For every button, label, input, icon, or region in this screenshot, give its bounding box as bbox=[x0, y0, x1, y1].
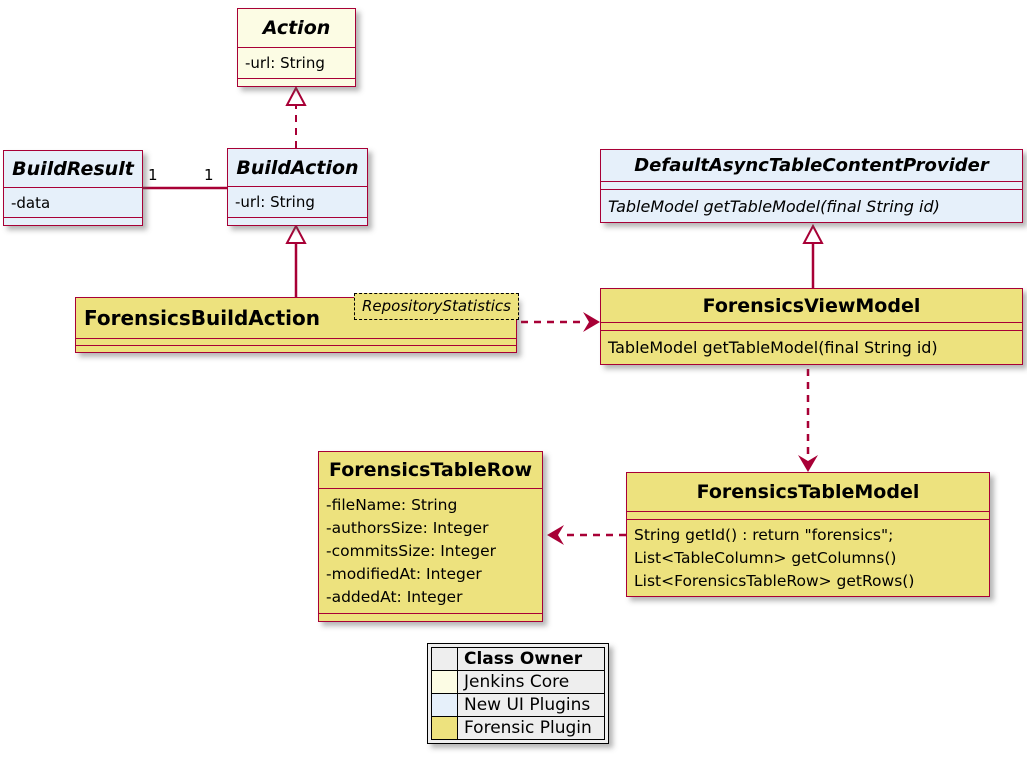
class-buildaction-title: BuildAction bbox=[236, 156, 359, 179]
legend-row-new-ui-plugins: New UI Plugins bbox=[431, 693, 605, 717]
class-buildresult-methods-empty bbox=[4, 217, 142, 225]
attribute-line: -commitsSize: Integer bbox=[326, 541, 496, 560]
arrowhead-right-viewmodel bbox=[583, 312, 600, 332]
class-forensicstablemodel-title: ForensicsTableModel bbox=[696, 481, 920, 503]
class-forensicsbuildaction: ForensicsBuildAction RepositoryStatistic… bbox=[75, 293, 519, 353]
legend-table: Class Owner Jenkins Core New UI Plugins … bbox=[431, 647, 605, 740]
arrowhead-down-tablemodel bbox=[798, 455, 818, 472]
class-defaultasynctablecontentprovider-title: DefaultAsyncTableContentProvider bbox=[634, 155, 989, 176]
class-action-attributes: -url: String bbox=[238, 47, 355, 78]
class-forensicstablerow: ForensicsTableRow -fileName: String -aut… bbox=[318, 451, 543, 622]
legend-swatch-forensic-plugin bbox=[431, 716, 458, 740]
class-forensicsviewmodel-title: ForensicsViewModel bbox=[702, 294, 921, 317]
class-buildresult: BuildResult -data bbox=[3, 150, 143, 226]
legend-header-label: Class Owner bbox=[457, 647, 605, 671]
hollow-triangle-arrow-action bbox=[285, 85, 307, 106]
class-forensicsbuildaction-methods-empty bbox=[76, 345, 516, 352]
multiplicity-label-right: 1 bbox=[204, 166, 214, 184]
attribute-line: -modifiedAt: Integer bbox=[326, 564, 482, 583]
attribute-line: -url: String bbox=[245, 54, 325, 72]
legend-label-jenkins-core: Jenkins Core bbox=[457, 670, 605, 694]
hollow-triangle-arrow-buildaction bbox=[285, 223, 307, 244]
class-defaultasynctablecontentprovider: DefaultAsyncTableContentProvider TableMo… bbox=[600, 149, 1023, 223]
legend-swatch-new-ui-plugins bbox=[431, 693, 458, 717]
class-forensicstablerow-attributes: -fileName: String -authorsSize: Integer … bbox=[319, 488, 542, 613]
attribute-line: -authorsSize: Integer bbox=[326, 518, 489, 537]
method-line: List<ForensicsTableRow> getRows() bbox=[634, 571, 915, 590]
class-forensicstablemodel-attributes-empty bbox=[627, 511, 989, 519]
class-forensicsviewmodel-attributes-empty bbox=[601, 322, 1022, 330]
legend: Class Owner Jenkins Core New UI Plugins … bbox=[427, 643, 609, 744]
class-defaultasynctablecontentprovider-methods: TableModel getTableModel(final String id… bbox=[601, 189, 1022, 222]
class-buildaction: BuildAction -url: String bbox=[227, 148, 368, 226]
legend-row-jenkins-core: Jenkins Core bbox=[431, 670, 605, 694]
class-buildresult-title: BuildResult bbox=[12, 158, 134, 180]
attribute-line: -data bbox=[11, 193, 51, 212]
arrowhead-left-tablerow bbox=[547, 525, 564, 545]
legend-header-row: Class Owner bbox=[431, 647, 605, 671]
hollow-triangle-arrow-provider bbox=[802, 223, 824, 244]
legend-swatch-jenkins-core bbox=[431, 670, 458, 694]
method-line: String getId() : return "forensics"; bbox=[634, 525, 894, 544]
class-forensicstablerow-title: ForensicsTableRow bbox=[328, 459, 532, 481]
class-forensicsbuildaction-attributes-empty bbox=[76, 338, 516, 345]
class-forensicsbuildaction-title: ForensicsBuildAction bbox=[84, 306, 321, 330]
class-action-methods-empty bbox=[238, 78, 355, 86]
method-line: TableModel getTableModel(final String id… bbox=[608, 338, 938, 357]
class-defaultasynctablecontentprovider-attributes-empty bbox=[601, 181, 1022, 189]
generic-tag-repositorystatistics: RepositoryStatistics bbox=[353, 293, 519, 320]
class-forensicsviewmodel: ForensicsViewModel TableModel getTableMo… bbox=[600, 288, 1023, 365]
legend-label-new-ui-plugins: New UI Plugins bbox=[457, 693, 605, 717]
legend-header-swatch-empty bbox=[431, 647, 458, 671]
class-forensicsviewmodel-methods: TableModel getTableModel(final String id… bbox=[601, 330, 1022, 364]
class-action: Action -url: String bbox=[237, 8, 356, 87]
class-action-title: Action bbox=[262, 17, 331, 39]
attribute-line: -addedAt: Integer bbox=[326, 587, 463, 606]
class-buildaction-attributes: -url: String bbox=[228, 186, 367, 217]
class-forensicstablerow-methods-empty bbox=[319, 613, 542, 621]
class-forensicstablemodel-methods: String getId() : return "forensics"; Lis… bbox=[627, 519, 989, 596]
legend-label-forensic-plugin: Forensic Plugin bbox=[457, 716, 605, 740]
class-buildresult-attributes: -data bbox=[4, 187, 142, 217]
attribute-line: -url: String bbox=[235, 193, 315, 211]
method-line: List<TableColumn> getColumns() bbox=[634, 548, 897, 567]
attribute-line: -fileName: String bbox=[326, 495, 458, 514]
multiplicity-label-left: 1 bbox=[148, 166, 158, 184]
method-line: TableModel getTableModel(final String id… bbox=[608, 196, 940, 216]
class-buildaction-methods-empty bbox=[228, 217, 367, 225]
class-forensicstablemodel: ForensicsTableModel String getId() : ret… bbox=[626, 472, 990, 597]
legend-row-forensic-plugin: Forensic Plugin bbox=[431, 716, 605, 740]
